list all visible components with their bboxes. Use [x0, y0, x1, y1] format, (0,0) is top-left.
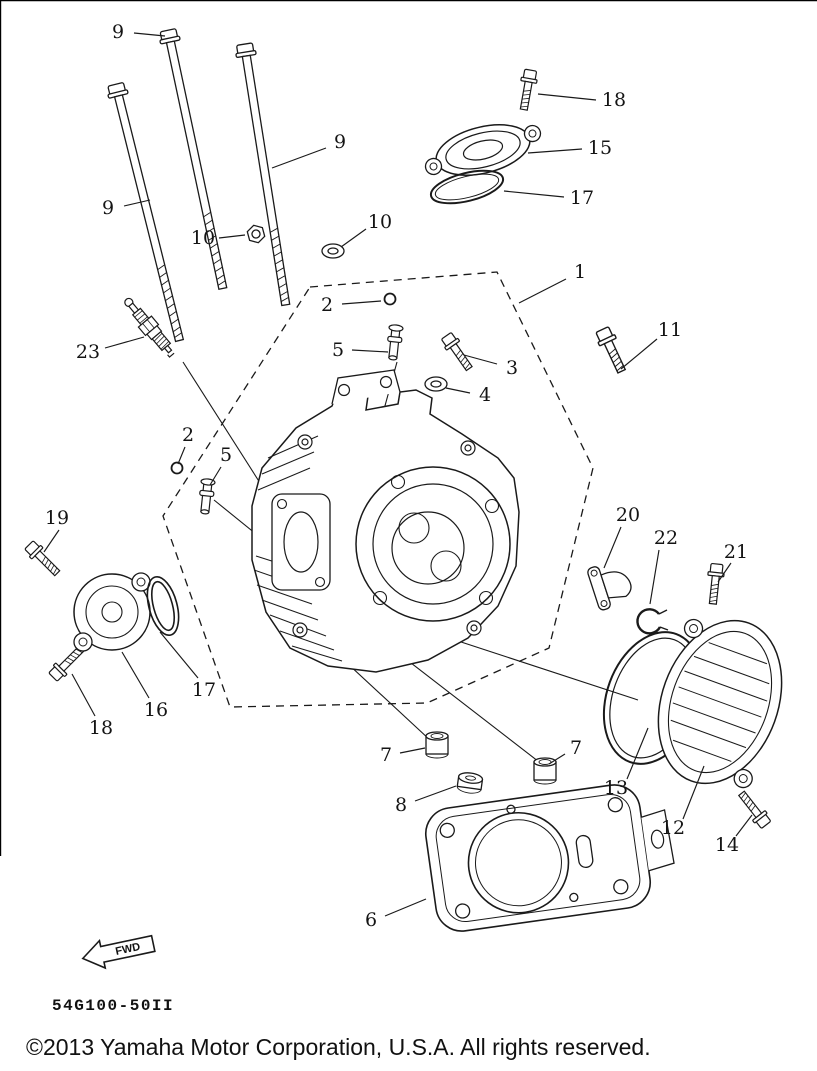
- leader-line: [626, 727, 649, 780]
- leader-line: [503, 190, 565, 198]
- head-stud-bolts-drawing: [105, 27, 297, 344]
- spark-plug-drawing: [124, 297, 175, 358]
- head-gasket-drawing: [424, 784, 675, 932]
- leader-line: [43, 529, 60, 553]
- leader-line: [104, 336, 145, 349]
- cylinder-head-drawing: [251, 369, 520, 673]
- leader-line: [717, 562, 732, 583]
- leader-line: [518, 278, 567, 304]
- leader-line: [603, 526, 622, 569]
- callout-17: 17: [570, 187, 594, 209]
- callout-6: 6: [365, 909, 377, 931]
- callout-5: 5: [332, 339, 344, 361]
- leader-line: [71, 673, 96, 717]
- leader-line: [537, 93, 597, 101]
- callout-14: 14: [715, 834, 739, 856]
- callout-12: 12: [661, 817, 685, 839]
- callout-4: 4: [479, 384, 491, 406]
- leader-line: [271, 147, 327, 169]
- callout-2: 2: [321, 294, 333, 316]
- callout-7: 7: [570, 737, 582, 759]
- copyright-notice: ©2013 Yamaha Motor Corporation, U.S.A. A…: [26, 1034, 651, 1060]
- leader-line: [209, 466, 222, 486]
- callout-13: 13: [604, 777, 628, 799]
- leader-line: [121, 651, 150, 699]
- fwd-arrow: FWD: [81, 934, 156, 970]
- diagram-part-code: 54G100-50II: [52, 997, 175, 1015]
- callout-21: 21: [724, 541, 748, 563]
- leader-line: [351, 349, 389, 353]
- callout-23: 23: [76, 341, 100, 363]
- assembly-boundary-dashed: [162, 271, 594, 708]
- callout-18: 18: [602, 89, 626, 111]
- leader-line: [399, 747, 426, 754]
- leader-line: [548, 753, 566, 765]
- leader-line: [159, 631, 199, 679]
- callout-3: 3: [506, 357, 518, 379]
- leader-line: [735, 814, 753, 837]
- nut-washer-drawing: [244, 223, 345, 259]
- callout-20: 20: [616, 504, 640, 526]
- left-side-cover-drawing: [22, 538, 180, 684]
- base-parts-drawing: [425, 731, 557, 794]
- callout-17: 17: [192, 679, 216, 701]
- callout-16: 16: [144, 699, 168, 721]
- callout-19: 19: [45, 507, 69, 529]
- leader-line: [133, 32, 166, 37]
- callout-10: 10: [368, 211, 392, 233]
- scan-border: [0, 0, 817, 856]
- right-side-cover-drawing: [587, 562, 783, 831]
- callout-8: 8: [395, 794, 407, 816]
- leader-line: [463, 354, 498, 365]
- callout-11: 11: [658, 319, 682, 341]
- leader-line: [414, 785, 457, 802]
- callout-7: 7: [380, 744, 392, 766]
- leader-line: [649, 549, 660, 605]
- tappet-cover-drawing: [424, 68, 542, 205]
- leader-line: [123, 199, 151, 207]
- callout-9: 9: [334, 131, 346, 153]
- leader-line: [384, 898, 427, 917]
- fwd-label: FWD: [114, 941, 141, 958]
- callout-5: 5: [220, 444, 232, 466]
- leader-line: [445, 387, 471, 394]
- leader-line: [340, 228, 367, 248]
- leader-line: [620, 338, 658, 370]
- leader-line: [218, 234, 246, 239]
- callout-9: 9: [112, 21, 124, 43]
- leader-line: [341, 300, 382, 305]
- callout-10: 10: [191, 227, 215, 249]
- callout-1: 1: [574, 261, 586, 283]
- callout-15: 15: [588, 137, 612, 159]
- leader-line: [682, 765, 705, 820]
- callout-22: 22: [654, 527, 678, 549]
- leader-line: [177, 446, 186, 465]
- leader-lines: [43, 32, 753, 917]
- callout-9: 9: [102, 197, 114, 219]
- callout-2: 2: [182, 424, 194, 446]
- leader-line: [527, 148, 583, 154]
- callout-18: 18: [89, 717, 113, 739]
